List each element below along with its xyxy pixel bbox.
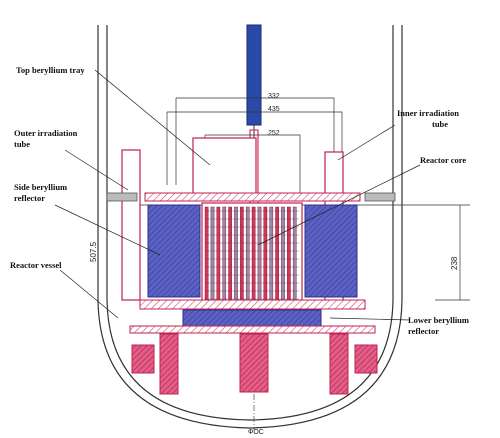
vessel-flange-right (364, 192, 396, 202)
support-block-left-inner (159, 333, 179, 395)
support-block-left (131, 344, 155, 374)
vessel-flange-left (106, 192, 138, 202)
fuel-rod (292, 206, 297, 304)
side-beryllium-reflector-right (304, 204, 358, 298)
fuel-rod (263, 206, 268, 304)
label-outer-irradiation-tube-2: tube (14, 139, 30, 149)
control-rod (246, 24, 262, 126)
side-beryllium-reflector-left (147, 204, 201, 298)
lower-grid-plate (139, 299, 366, 310)
support-block-right (354, 344, 378, 374)
dim-252: 252 (268, 130, 280, 137)
reactor-vessel (97, 25, 403, 429)
label-inner-irradiation-tube-2: tube (432, 119, 448, 129)
fuel-rod (257, 206, 262, 304)
lower-beryllium-reflector (182, 309, 322, 327)
fuel-rod (251, 206, 256, 304)
support-block-right-inner (329, 333, 349, 395)
fuel-rod (240, 206, 244, 304)
fuel-rod (210, 206, 215, 304)
label-side-beryllium-reflector-1: Side beryllium (14, 182, 67, 192)
outer-irradiation-tube-left (121, 149, 141, 301)
fuel-rod (275, 206, 279, 304)
label-inner-irradiation-tube-1: Inner irradiation (397, 108, 459, 118)
fuel-rod (228, 206, 232, 304)
dim-238: 238 (450, 256, 459, 270)
support-block-center (239, 333, 269, 393)
label-reactor-vessel: Reactor vessel (10, 260, 62, 270)
dim-435: 435 (268, 106, 280, 113)
label-top-beryllium-tray: Top beryllium tray (16, 65, 85, 75)
top-plate (144, 192, 361, 202)
fuel-rod (234, 206, 238, 304)
fuel-rod (204, 206, 209, 304)
fuel-rod (222, 206, 227, 304)
reactor-core (201, 202, 303, 307)
top-beryllium-tray (192, 137, 257, 197)
fuel-rod (216, 206, 221, 304)
fuel-rod (287, 206, 291, 304)
dim-332: 332 (268, 93, 280, 100)
dim-507-5: 507.5 (89, 241, 98, 262)
fuel-rod (281, 206, 285, 304)
lower-support-plate (129, 325, 376, 334)
label-lower-beryllium-reflector-1: Lower beryllium (408, 315, 469, 325)
label-reactor-core: Reactor core (420, 155, 466, 165)
label-outer-irradiation-tube-1: Outer irradiation (14, 128, 78, 138)
label-side-beryllium-reflector-2: reflector (14, 193, 45, 203)
label-lower-beryllium-reflector-2: reflector (408, 326, 439, 336)
leader-lines (54, 69, 421, 321)
dim-bottom: ФОС (248, 429, 264, 436)
fuel-rod (269, 206, 274, 304)
fuel-rod (245, 206, 250, 304)
